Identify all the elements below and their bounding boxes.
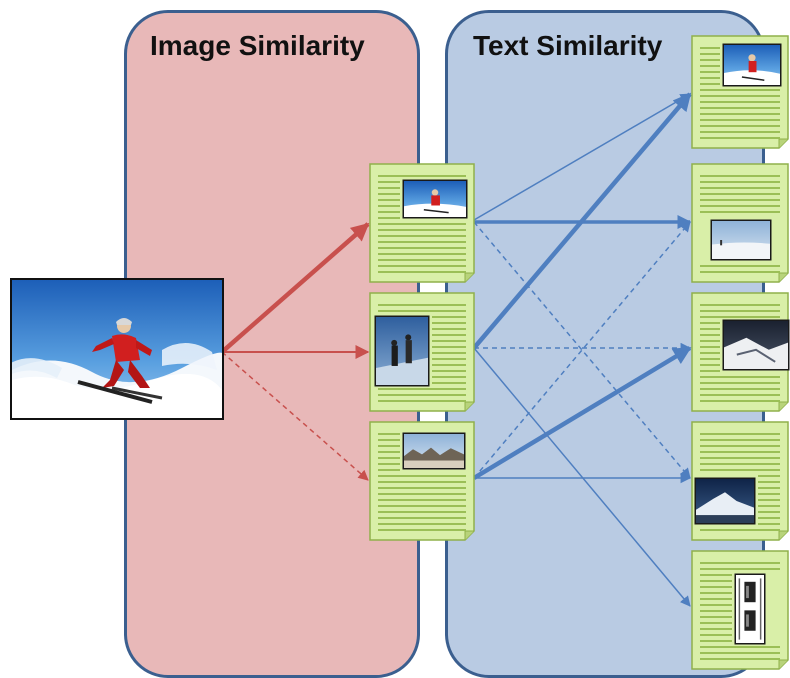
document-right-1 [691,35,789,149]
text-similarity-title: Text Similarity [473,30,663,61]
document-right-3 [691,292,790,412]
query-skier-image [10,278,224,420]
document-middle-3 [369,421,475,541]
arrow-doc3-to-result2 [473,221,691,479]
skier-figure [77,318,163,404]
snowfield-thumbnail [710,219,772,261]
arrow-doc3-to-result3 [472,346,692,480]
ski-boots-thumbnail [734,573,766,645]
arrow-doc2-to-result1 [472,92,692,350]
document-right-2 [691,163,789,283]
arrow-doc2-to-result5 [473,347,691,607]
image-similarity-arrows [220,222,370,481]
document-middle-1 [369,163,475,283]
snowy-mountain-thumbnail [722,319,790,371]
rocky-landscape-thumbnail [402,432,466,470]
document-middle-2 [369,292,475,412]
hikers-thumbnail [374,315,430,387]
text-similarity-arrows [472,92,692,607]
skier-thumbnail [722,43,782,87]
image-similarity-title: Image Similarity [150,30,365,61]
arrow-query-to-doc1 [220,222,370,354]
snowy-peak-thumbnail [694,477,756,525]
skier-thumbnail [402,179,468,219]
arrow-doc1-to-result4 [473,221,691,479]
arrow-doc1-to-result1 [473,93,691,221]
arrow-query-to-doc3 [221,351,369,481]
document-right-4 [691,421,789,541]
document-right-5 [691,550,789,670]
